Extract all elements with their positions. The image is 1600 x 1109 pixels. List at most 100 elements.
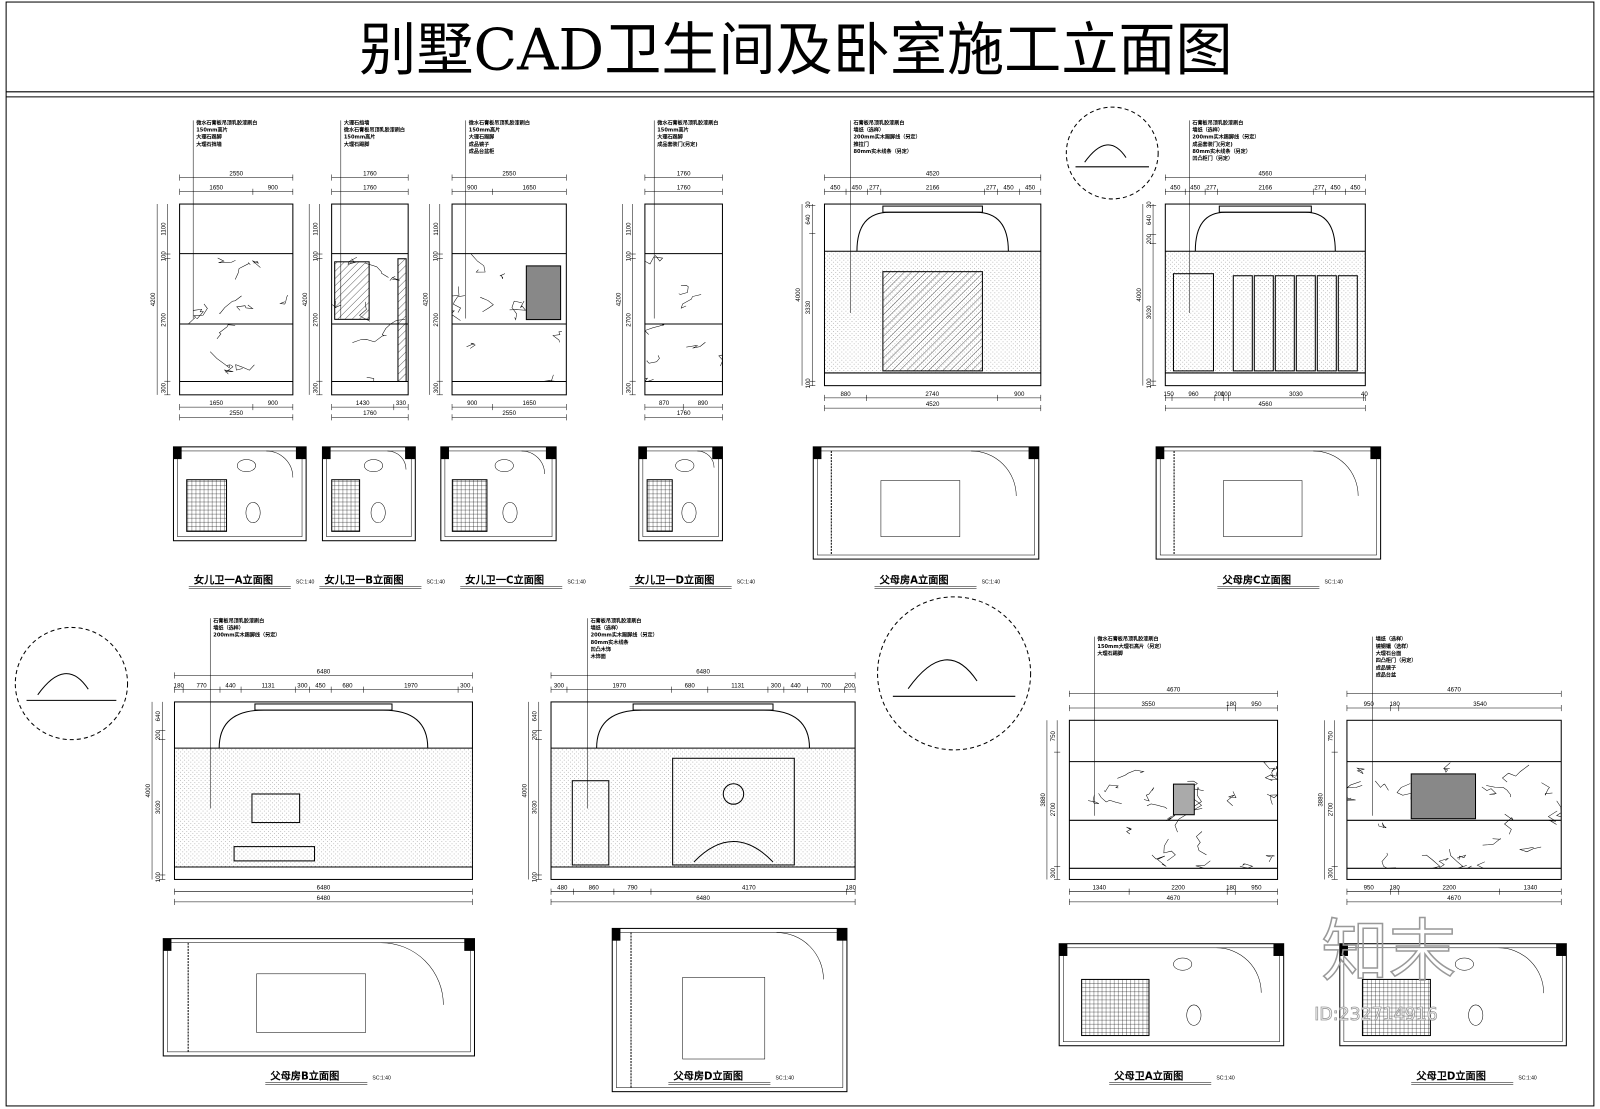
- wash-basin: [236, 459, 256, 473]
- dimension-label: 300: [771, 683, 782, 690]
- marble-vein: [1504, 813, 1514, 835]
- total-height-label: 4000: [795, 287, 802, 301]
- annotation-note: 石膏板吊顶乳胶漆刷白: [853, 119, 905, 126]
- annotation-note: 石膏板吊顶乳胶漆刷白: [212, 617, 264, 624]
- dimension-label: 3030: [1289, 391, 1303, 398]
- dimension-label: 2166: [926, 185, 940, 192]
- marble-vein: [1263, 761, 1276, 778]
- door-swing: [266, 450, 294, 478]
- dimension-label: 1100: [160, 222, 167, 236]
- dimension-label: 1131: [262, 683, 276, 690]
- marble-vein: [542, 374, 557, 382]
- shower-tiles: [1081, 978, 1150, 1037]
- plan-inner-wall: [642, 450, 719, 537]
- annotation-note: 200mm实木踢脚线（另定）: [213, 632, 280, 639]
- dimension-label: 40: [1361, 391, 1368, 398]
- marble-vein: [1346, 795, 1356, 801]
- floor-plan: [1339, 943, 1567, 1047]
- dimension-label: 450: [1330, 185, 1341, 192]
- plan-inner-wall: [177, 450, 303, 537]
- dimension-label: 4170: [742, 885, 756, 892]
- marble-vein: [1117, 769, 1145, 779]
- ceiling-cove: [856, 211, 1009, 252]
- floor-plan: [162, 938, 475, 1057]
- plan-outline: [321, 446, 416, 542]
- marble-vein: [1146, 803, 1168, 809]
- plan-outline: [172, 446, 307, 542]
- dimension-label: 100: [155, 872, 162, 883]
- dimension-label: 30: [805, 201, 812, 208]
- dimension-label: 300: [433, 382, 440, 393]
- furniture: [682, 977, 766, 1060]
- dimension-label: 1100: [433, 222, 440, 236]
- annotation-note: 凹凸柜门（另定）: [1192, 155, 1233, 162]
- dimension-label: 300: [312, 382, 319, 393]
- dimension-label: 300: [554, 683, 565, 690]
- cornice-profile: [1084, 144, 1127, 163]
- wall-column: [440, 446, 449, 460]
- elevation-outline: [179, 203, 294, 396]
- marble-vein: [1556, 800, 1562, 820]
- marble-vein: [1375, 780, 1389, 791]
- dimension-label: 1100: [626, 222, 633, 236]
- annotation-note: 石膏板吊顶乳胶漆刷白: [590, 617, 642, 624]
- tv-cabinet: [233, 846, 316, 862]
- marble-vein: [509, 300, 527, 311]
- dimension-label: 6480: [696, 895, 710, 902]
- scale-label: SC:1:40: [1324, 580, 1343, 586]
- floor-plan: [1155, 446, 1382, 560]
- annotation-note: 80mm实木线条: [591, 639, 630, 646]
- door-swing: [776, 932, 824, 980]
- annotation-note: 凹凸木饰: [591, 646, 611, 653]
- dimension-label: 450: [1025, 185, 1036, 192]
- scale-label: SC:1:40: [296, 580, 315, 586]
- dimension-label: 950: [1251, 885, 1262, 892]
- ceiling-trim: [632, 703, 774, 711]
- marble-vein: [499, 273, 505, 279]
- plan-inner-wall: [1159, 450, 1377, 556]
- dimension-label: 900: [268, 185, 279, 192]
- wardrobe-door: [1274, 275, 1295, 372]
- marble-vein: [1433, 858, 1449, 869]
- watermark: 知末 ID:232714916: [1314, 911, 1457, 1026]
- dimension-label: 450: [315, 683, 326, 690]
- dimension-label: 150: [1164, 391, 1175, 398]
- annotation-note: 大理石台面: [1376, 650, 1401, 657]
- dimension-label: 1340: [1524, 885, 1538, 892]
- detail-callouts: [14, 106, 1159, 751]
- dimension-label: 200: [1146, 233, 1153, 244]
- dimension-label: 3550: [1142, 701, 1156, 708]
- ceiling-cove: [596, 709, 810, 749]
- dimension-label: 2700: [160, 312, 167, 326]
- annotation-note: 四凸柜门（另定）: [1376, 657, 1417, 664]
- marble-vein: [1502, 764, 1530, 783]
- ceiling-trim: [882, 205, 983, 213]
- marble-vein: [1226, 791, 1237, 807]
- wallpaper-fill: [1165, 251, 1366, 373]
- annotation-note: 成品台盆: [1376, 671, 1397, 678]
- marble-vein: [235, 364, 255, 371]
- dimension-label: 277: [1206, 185, 1217, 192]
- marble-vein: [451, 310, 461, 321]
- wall-column: [612, 928, 621, 941]
- dimension-label: 640: [1146, 214, 1153, 225]
- marble-vein: [1346, 781, 1363, 789]
- marble-vein: [453, 295, 465, 313]
- dimension-label: 1970: [613, 683, 627, 690]
- wall-column: [163, 938, 172, 951]
- annotation-note: 镜钢镶（选样）: [1376, 643, 1412, 650]
- door-swing: [387, 450, 407, 470]
- cornice-profile: [907, 659, 978, 689]
- dimension-label: 1650: [523, 400, 537, 407]
- wall-column: [322, 446, 331, 460]
- dimension-label: 640: [805, 214, 812, 225]
- view-caption-title: 女儿卫一D立面图: [635, 574, 715, 587]
- wash-basin: [675, 459, 695, 473]
- marble-vein: [187, 303, 208, 325]
